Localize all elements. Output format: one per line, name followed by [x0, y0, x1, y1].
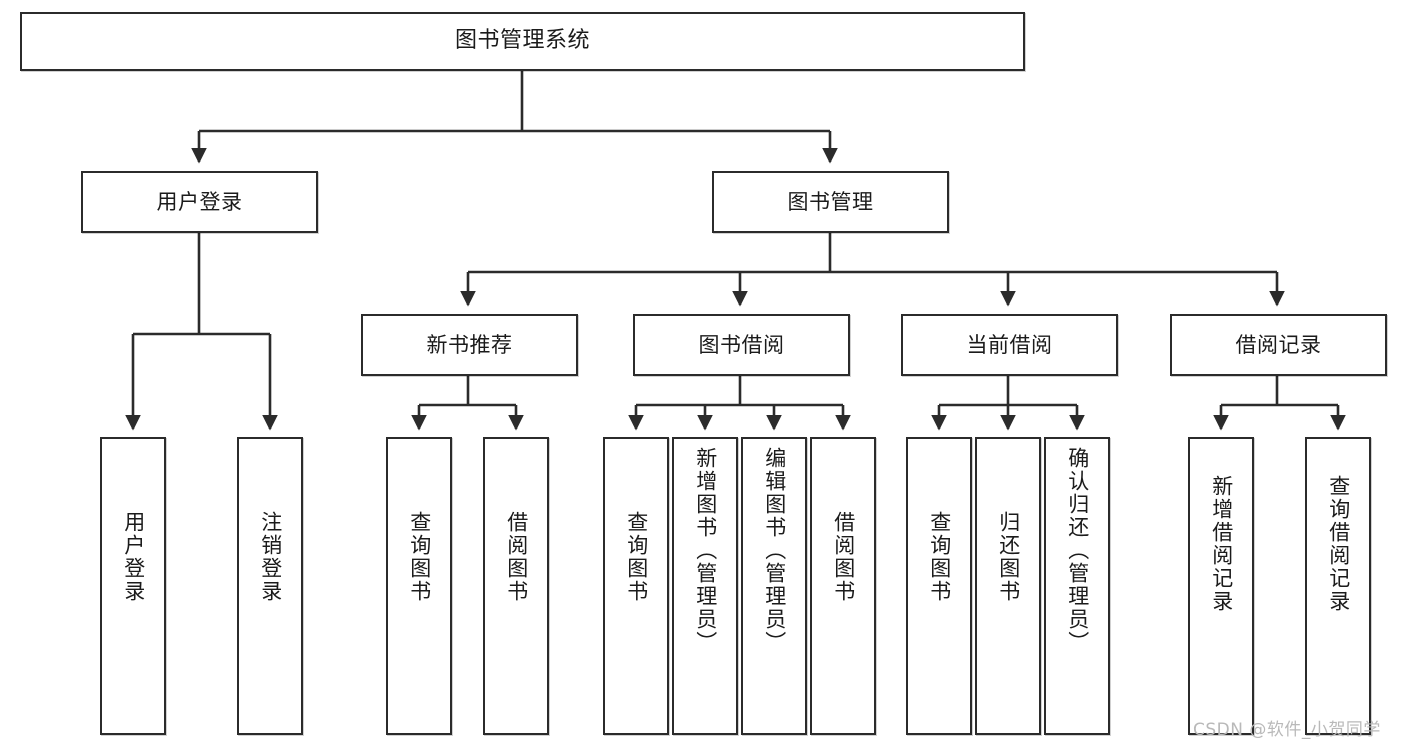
- leaf-book-borrow-2-label: 新增图书（管理员）: [693, 447, 718, 654]
- leaf-current-borrow-3[interactable]: 确认归还（管理员）: [1044, 437, 1110, 735]
- leaf-borrow-record-2[interactable]: 查询借阅记录: [1305, 437, 1371, 735]
- leaf-user-login-2-label: 注销登录: [258, 511, 283, 603]
- leaf-user-login-1-label: 用户登录: [121, 511, 146, 603]
- node-borrow-record[interactable]: 借阅记录: [1170, 314, 1387, 376]
- node-user-login[interactable]: 用户登录: [81, 171, 318, 233]
- leaf-current-borrow-2[interactable]: 归还图书: [975, 437, 1041, 735]
- node-borrow-record-label: 借阅记录: [1235, 332, 1322, 357]
- leaf-book-borrow-4-label: 借阅图书: [831, 511, 856, 603]
- leaf-borrow-record-1[interactable]: 新增借阅记录: [1188, 437, 1254, 735]
- node-new-book-recommend-label: 新书推荐: [426, 332, 513, 357]
- leaf-borrow-record-1-label: 新增借阅记录: [1209, 475, 1234, 613]
- leaf-book-borrow-3[interactable]: 编辑图书（管理员）: [741, 437, 807, 735]
- node-book-management[interactable]: 图书管理: [712, 171, 949, 233]
- leaf-user-login-1[interactable]: 用户登录: [100, 437, 166, 735]
- csdn-watermark: CSDN @软件_小贺同学: [1193, 720, 1381, 740]
- node-root[interactable]: 图书管理系统: [20, 12, 1025, 71]
- leaf-new-book-2-label: 借阅图书: [504, 511, 529, 603]
- node-book-management-label: 图书管理: [787, 189, 874, 214]
- leaf-book-borrow-1[interactable]: 查询图书: [603, 437, 669, 735]
- leaf-book-borrow-4[interactable]: 借阅图书: [810, 437, 876, 735]
- node-current-borrow[interactable]: 当前借阅: [901, 314, 1118, 376]
- leaf-current-borrow-3-label: 确认归还（管理员）: [1065, 447, 1090, 654]
- node-current-borrow-label: 当前借阅: [966, 332, 1053, 357]
- leaf-user-login-2[interactable]: 注销登录: [237, 437, 303, 735]
- leaf-current-borrow-2-label: 归还图书: [996, 511, 1021, 603]
- leaf-new-book-1[interactable]: 查询图书: [386, 437, 452, 735]
- leaf-current-borrow-1-label: 查询图书: [927, 511, 952, 603]
- leaf-current-borrow-1[interactable]: 查询图书: [906, 437, 972, 735]
- leaf-book-borrow-2[interactable]: 新增图书（管理员）: [672, 437, 738, 735]
- leaf-new-book-2[interactable]: 借阅图书: [483, 437, 549, 735]
- node-book-borrow-label: 图书借阅: [698, 332, 785, 357]
- node-new-book-recommend[interactable]: 新书推荐: [361, 314, 578, 376]
- node-book-borrow[interactable]: 图书借阅: [633, 314, 850, 376]
- leaf-book-borrow-1-label: 查询图书: [624, 511, 649, 603]
- leaf-borrow-record-2-label: 查询借阅记录: [1326, 475, 1351, 613]
- leaf-book-borrow-3-label: 编辑图书（管理员）: [762, 447, 787, 654]
- node-root-label: 图书管理系统: [454, 28, 590, 54]
- node-user-login-label: 用户登录: [156, 189, 243, 214]
- leaf-new-book-1-label: 查询图书: [407, 511, 432, 603]
